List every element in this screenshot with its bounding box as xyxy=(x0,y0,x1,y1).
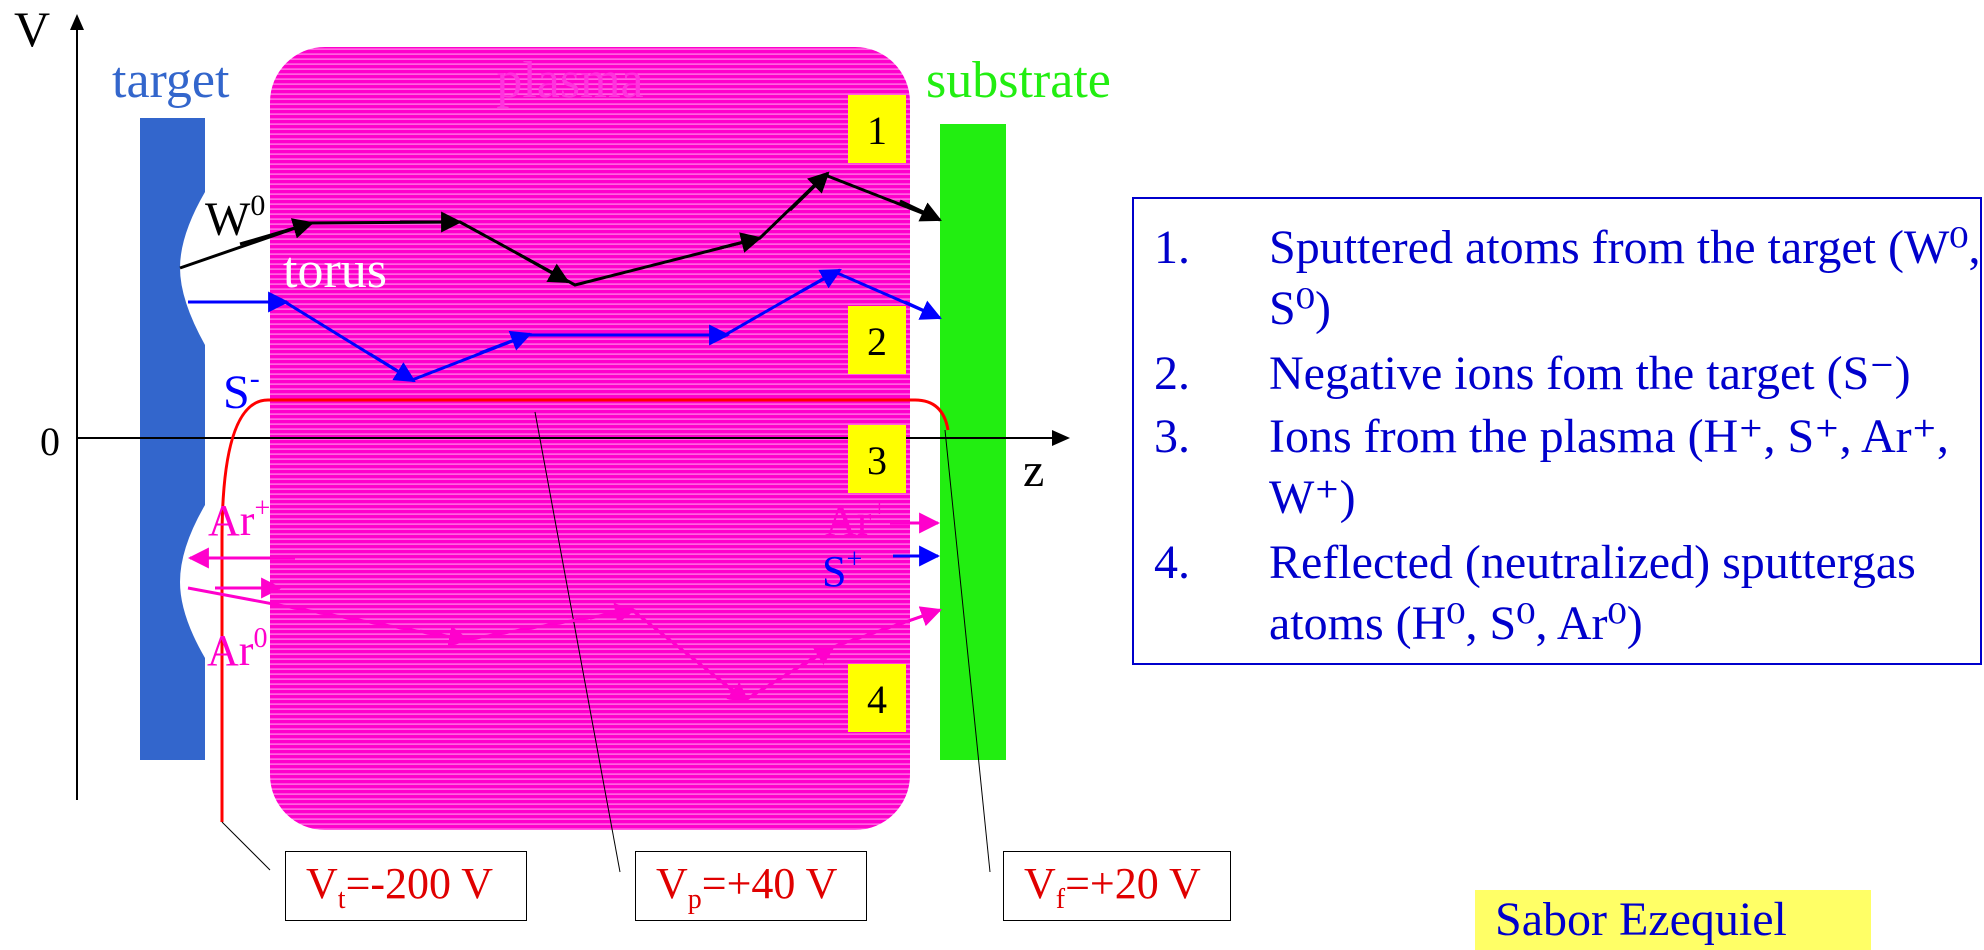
arrow-2e xyxy=(799,268,842,294)
vf-value: =+20 V xyxy=(1065,859,1201,908)
potential-curve xyxy=(220,398,950,822)
path-4-reflected-atoms xyxy=(187,586,941,702)
vf-symbol: V xyxy=(1024,859,1056,908)
vp-subscript: p xyxy=(687,883,702,915)
legend-text: Sputtered atoms from the target (W⁰, S⁰) xyxy=(1269,221,1981,335)
marker-box-3 xyxy=(848,425,906,493)
zero-label: 0 xyxy=(40,419,60,464)
legend-num: 4. xyxy=(1154,536,1190,589)
marker-box-1 xyxy=(848,95,906,163)
arrow-1e xyxy=(788,171,830,212)
legend-text: Ions from the plasma (H⁺, S⁺, Ar⁺, W⁺) xyxy=(1269,410,1949,524)
legend-text: Reflected (neutralized) sputtergas atoms… xyxy=(1269,536,1916,650)
arrow-4c xyxy=(589,603,637,624)
marker-box-2 xyxy=(848,306,906,374)
ar-plus-right-label: Ar+ xyxy=(825,493,887,545)
legend-text: Negative ions fom the target (S⁻) xyxy=(1269,347,1911,400)
torus-label: torus xyxy=(283,242,387,299)
marker-3: 3 xyxy=(867,438,887,483)
vt-symbol: V xyxy=(306,859,338,908)
vp-leader xyxy=(534,411,621,873)
arrow-2b xyxy=(369,352,416,383)
w0-label: W0 xyxy=(205,189,265,246)
s-minus-label: S- xyxy=(223,362,260,419)
substrate-label: substrate xyxy=(926,52,1111,109)
plasma-label: plasma xyxy=(496,52,643,109)
arrow-2f xyxy=(904,300,942,320)
s-plus-label: S+ xyxy=(822,544,862,596)
vp-label-box: Vp=+40 V xyxy=(635,851,867,921)
arrow-2c xyxy=(479,330,532,355)
legend-num: 3. xyxy=(1154,410,1190,463)
vp-value: =+40 V xyxy=(701,859,838,908)
substrate-electrode xyxy=(940,124,1006,760)
marker-2: 2 xyxy=(867,319,887,364)
vt-value: =-200 V xyxy=(345,859,494,908)
vp-symbol: V xyxy=(656,859,688,908)
v-axis-arrowhead xyxy=(70,14,84,30)
ar-plus-left-label: Ar+ xyxy=(208,493,270,545)
legend-num: 2. xyxy=(1154,347,1190,400)
arrow-4b xyxy=(419,626,471,647)
vf-leader xyxy=(944,429,991,873)
vf-label-box: Vf=+20 V xyxy=(1003,851,1231,921)
sputtering-diagram: plasma torus target substrate V z 0 W0 S… xyxy=(14,1,1111,873)
diagram-canvas: plasma torus target substrate V z 0 W0 S… xyxy=(14,1,1982,950)
marker-4: 4 xyxy=(867,677,887,722)
vt-subscript: t xyxy=(337,883,346,915)
author-name: Sabor Ezequiel xyxy=(1495,893,1787,946)
v-axis-label: V xyxy=(14,1,50,57)
arrow-1a xyxy=(239,218,315,246)
legend-num: 1. xyxy=(1154,221,1190,274)
arrow-4d xyxy=(717,677,750,704)
z-axis-label: z xyxy=(1023,444,1044,497)
arrow-1c xyxy=(519,253,570,284)
legend-box: 1. Sputtered atoms from the target (W⁰, … xyxy=(1132,197,1982,665)
arrow-1f xyxy=(899,199,942,222)
marker-1: 1 xyxy=(867,108,887,153)
ar0-label: Ar0 xyxy=(207,623,267,675)
arrow-1d xyxy=(719,232,763,253)
author-footer: Sabor Ezequiel xyxy=(1475,890,1871,950)
vf-subscript: f xyxy=(1055,883,1066,915)
arrow-4f xyxy=(899,606,942,627)
marker-box-4 xyxy=(848,664,906,732)
vt-label-box: Vt=-200 V xyxy=(285,851,527,921)
vt-leader xyxy=(221,821,271,871)
z-axis-arrowhead xyxy=(1052,430,1070,446)
target-label: target xyxy=(112,52,230,109)
arrow-4e xyxy=(799,644,836,669)
